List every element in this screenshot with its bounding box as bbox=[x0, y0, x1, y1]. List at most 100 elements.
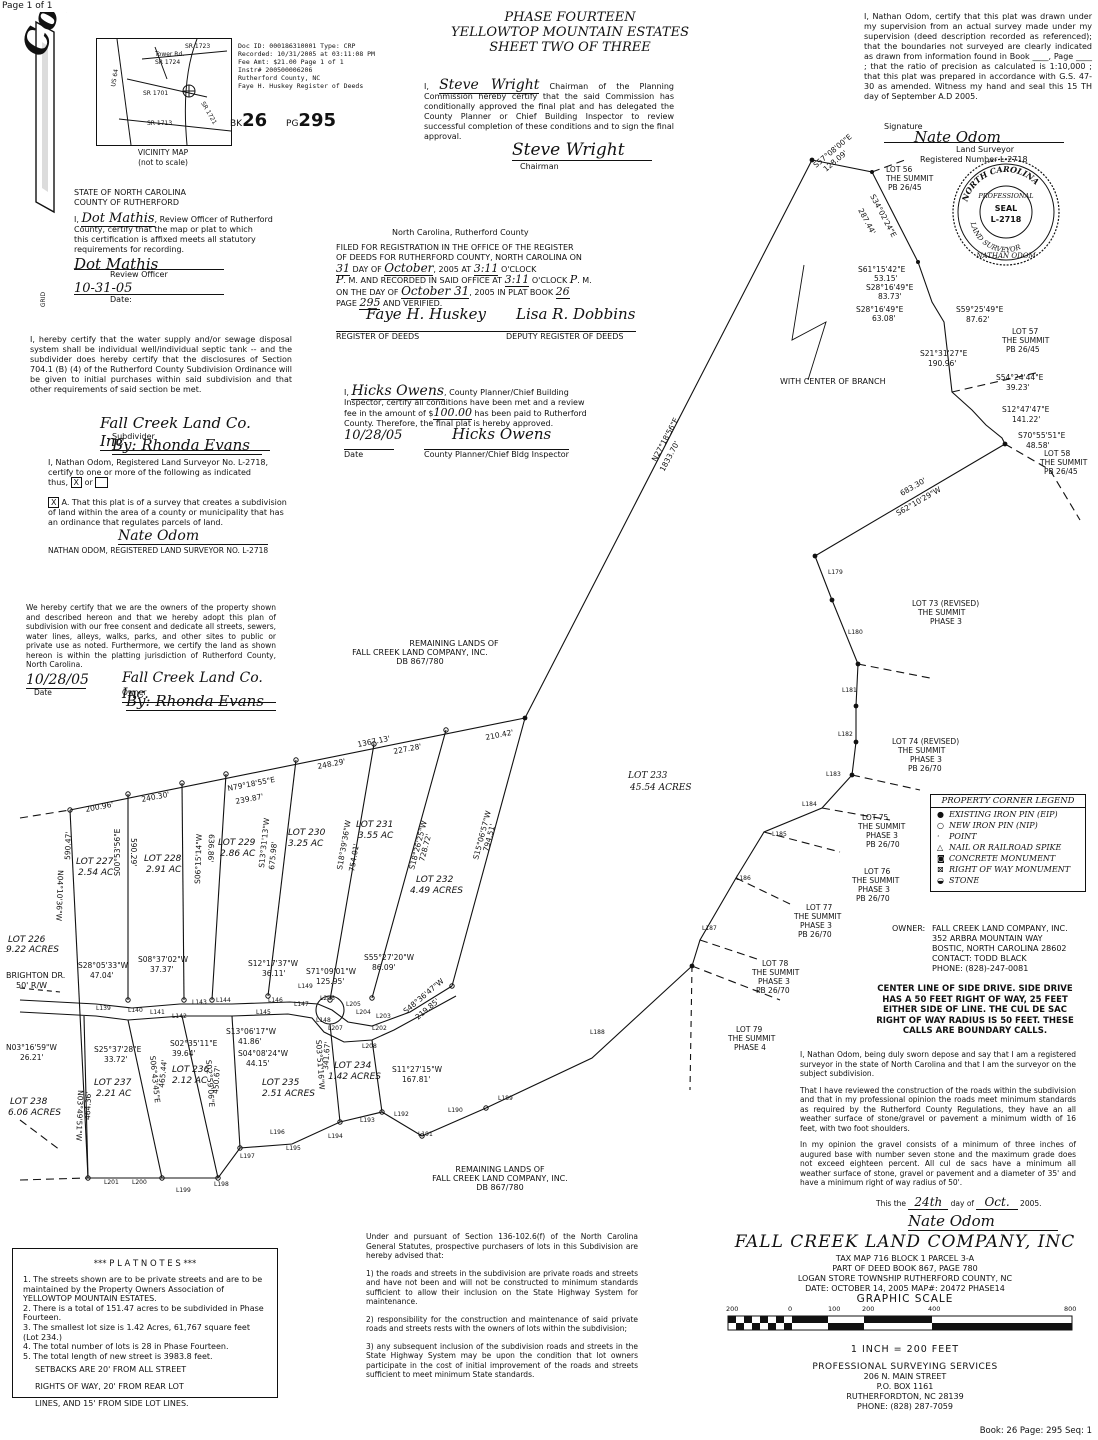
svg-text:N03°49'51"W: N03°49'51"W bbox=[74, 1090, 85, 1142]
svg-text:0: 0 bbox=[788, 1305, 792, 1313]
svg-text:L201: L201 bbox=[104, 1179, 119, 1186]
book-page: BK26 PG295 bbox=[230, 110, 336, 131]
svg-text:3.25 AC: 3.25 AC bbox=[288, 839, 324, 849]
svg-text:L191: L191 bbox=[418, 1131, 433, 1138]
page-count: Page 1 of 1 bbox=[2, 1, 53, 11]
svg-text:S08°37'02"W: S08°37'02"W bbox=[138, 955, 189, 964]
svg-text:PB 26/45: PB 26/45 bbox=[1006, 345, 1040, 354]
lot-58: LOT 58 bbox=[1044, 449, 1071, 458]
svg-text:PB 26/70: PB 26/70 bbox=[856, 894, 890, 903]
svg-text:S13°06'17"W: S13°06'17"W bbox=[226, 1027, 277, 1036]
svg-text:PHASE 3: PHASE 3 bbox=[800, 921, 832, 930]
legend-item: ◙CONCRETE MONUMENT bbox=[937, 854, 1056, 863]
legend-item: ·POINT bbox=[937, 832, 977, 841]
s62-line bbox=[814, 443, 1006, 557]
svg-text:200: 200 bbox=[862, 1305, 874, 1313]
lot-76: LOT 76 bbox=[864, 867, 891, 876]
road-label: SR 1723 bbox=[185, 43, 210, 50]
statutes-notice: Under and pursuant of Section 136-102.6(… bbox=[366, 1232, 638, 1379]
svg-text:THE SUMMIT: THE SUMMIT bbox=[917, 608, 966, 617]
svg-text:PB 26/70: PB 26/70 bbox=[798, 930, 832, 939]
owners-label: Owner bbox=[122, 688, 147, 697]
svg-text:L205: L205 bbox=[346, 1001, 361, 1008]
svg-text:THE SUMMIT: THE SUMMIT bbox=[885, 174, 934, 183]
lot-74: LOT 74 (REVISED) bbox=[892, 737, 959, 746]
brighton-dr: BRIGHTON DR. bbox=[6, 971, 65, 980]
svg-text:PB 26/45: PB 26/45 bbox=[1044, 467, 1078, 476]
svg-text:L195: L195 bbox=[286, 1145, 301, 1152]
svg-text:200.96': 200.96' bbox=[85, 800, 115, 814]
road-label: SR 1724 bbox=[155, 59, 180, 66]
svg-text:200: 200 bbox=[726, 1305, 738, 1313]
planning-role: Chairman bbox=[520, 162, 559, 171]
scale-text: 1 INCH = 200 FEET bbox=[850, 1344, 960, 1355]
subdivider-by: By: Rhonda Evans bbox=[112, 436, 262, 455]
svg-text:S11°27'15"W: S11°27'15"W bbox=[392, 1065, 443, 1074]
lot-78: LOT 78 bbox=[762, 959, 789, 968]
lot-231: LOT 231 bbox=[356, 820, 393, 830]
owner-info: OWNER: FALL CREEK LAND COMPANY, INC.352 … bbox=[892, 924, 1068, 973]
owners-by-sig: By: Rhonda Evans bbox=[126, 692, 276, 711]
remaining-lands-top: REMAINING LANDS OF bbox=[409, 639, 499, 648]
surveyor-oath: I, Nathan Odom, being duly sworn depose … bbox=[800, 1050, 1076, 1187]
svg-text:S06°15'14"W: S06°15'14"W bbox=[193, 833, 204, 884]
svg-text:L192: L192 bbox=[394, 1111, 409, 1118]
svg-text:L208: L208 bbox=[362, 1043, 377, 1050]
svg-text:37.37': 37.37' bbox=[150, 965, 174, 974]
lot-237: LOT 237 bbox=[94, 1078, 132, 1088]
legend-item: ⊠RIGHT OF WAY MONUMENT bbox=[937, 865, 1071, 874]
lot-57: LOT 57 bbox=[1012, 327, 1039, 336]
svg-text:L196: L196 bbox=[270, 1129, 285, 1136]
svg-text:87.62': 87.62' bbox=[966, 315, 990, 324]
svg-text:9.22 ACRES: 9.22 ACRES bbox=[6, 945, 59, 955]
svg-text:450.67': 450.67' bbox=[211, 1065, 222, 1094]
svg-text:S00°53'56"E: S00°53'56"E bbox=[113, 828, 122, 876]
svg-text:83.73': 83.73' bbox=[878, 292, 902, 301]
east-boundary bbox=[811, 159, 1006, 445]
centerline-note: CENTER LINE OF SIDE DRIVE. SIDE DRIVE HA… bbox=[876, 984, 1074, 1036]
svg-text:PB 26/45: PB 26/45 bbox=[888, 183, 922, 192]
lot-73: LOT 73 (REVISED) bbox=[912, 599, 979, 608]
svg-text:26.21': 26.21' bbox=[20, 1053, 44, 1062]
svg-text:S28°16'49"E: S28°16'49"E bbox=[856, 305, 904, 314]
lot-79: LOT 79 bbox=[736, 1025, 763, 1034]
svg-text:2.21 AC: 2.21 AC bbox=[96, 1089, 132, 1099]
svg-text:THE SUMMIT: THE SUMMIT bbox=[1001, 336, 1050, 345]
svg-text:L206: L206 bbox=[320, 995, 335, 1002]
surveyor-signature-block: SignatureNate Odom Land Surveyor Registe… bbox=[884, 122, 1094, 165]
road-label: US 64 bbox=[110, 68, 120, 87]
svg-text:PB 26/70: PB 26/70 bbox=[756, 986, 790, 995]
north-boundary bbox=[69, 717, 526, 811]
svg-text:SEAL: SEAL bbox=[995, 204, 1018, 213]
branch-line bbox=[691, 555, 859, 967]
svg-text:S25°37'28"E: S25°37'28"E bbox=[94, 1045, 142, 1054]
svg-text:DB 867/780: DB 867/780 bbox=[476, 1183, 523, 1192]
surveyor-cert: I, Nathan Odom, certify that this plat w… bbox=[864, 12, 1092, 101]
lot-235: LOT 235 bbox=[262, 1078, 300, 1088]
svg-text:4.49 ACRES: 4.49 ACRES bbox=[410, 886, 463, 896]
svg-text:FALL CREEK LAND COMPANY, INC.: FALL CREEK LAND COMPANY, INC. bbox=[352, 648, 488, 657]
svg-text:167.81': 167.81' bbox=[402, 1075, 430, 1084]
svg-text:S12°47'47"E: S12°47'47"E bbox=[1002, 405, 1050, 414]
owners-date-label: Date bbox=[34, 688, 52, 697]
svg-text:S70°55'51"E: S70°55'51"E bbox=[1018, 431, 1066, 440]
svg-text:2.54 AC: 2.54 AC bbox=[78, 868, 114, 878]
road-label: Tower Rd. bbox=[154, 51, 184, 58]
svg-text:239.87': 239.87' bbox=[235, 792, 265, 806]
svg-text:PROFESSIONAL: PROFESSIONAL bbox=[977, 192, 1033, 200]
svg-text:240.30': 240.30' bbox=[141, 790, 171, 804]
svg-text:L185: L185 bbox=[772, 831, 787, 838]
legend-item: ◒STONE bbox=[937, 876, 980, 885]
svg-text:2.91 AC: 2.91 AC bbox=[146, 865, 182, 875]
svg-text:675.98': 675.98' bbox=[267, 841, 279, 870]
plat-notes: *** P L A T N O T E S *** 1. The streets… bbox=[12, 1248, 278, 1408]
svg-text:39.64': 39.64' bbox=[172, 1049, 196, 1058]
owners-cert: We hereby certify that we are the owners… bbox=[26, 603, 276, 669]
svg-text:41.86': 41.86' bbox=[238, 1037, 262, 1046]
svg-text:PHASE 3: PHASE 3 bbox=[910, 755, 942, 764]
svg-text:S61°15'42"E: S61°15'42"E bbox=[858, 265, 906, 274]
bearing: N79°18'55"E bbox=[227, 775, 276, 793]
svg-text:141.22': 141.22' bbox=[1012, 415, 1040, 424]
svg-text:L139: L139 bbox=[96, 1005, 111, 1012]
